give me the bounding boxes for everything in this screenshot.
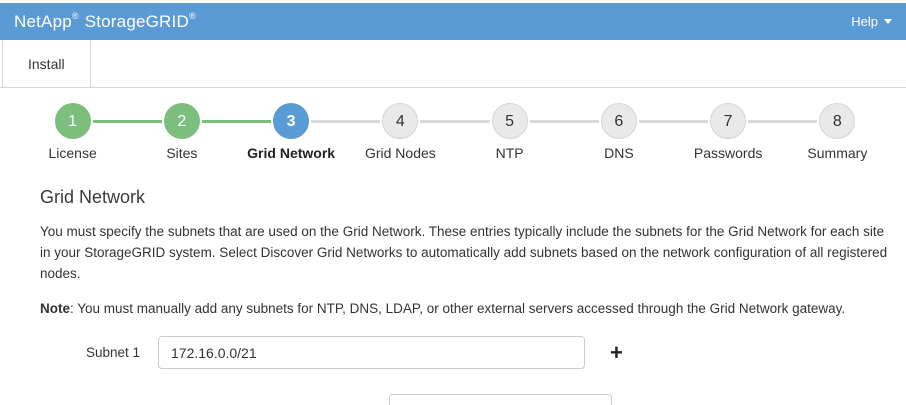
step-circle[interactable]: 4 <box>382 103 419 139</box>
wizard-step-sites[interactable]: 2 Sites <box>127 103 272 161</box>
step-label: Grid Nodes <box>364 145 436 161</box>
add-subnet-icon[interactable]: + <box>610 339 623 365</box>
wizard-step-passwords[interactable]: 7 Passwords <box>674 103 818 161</box>
main-content: Grid Network You must specify the subnet… <box>0 187 906 405</box>
step-label: Passwords <box>693 145 763 161</box>
step-label: License <box>48 145 97 161</box>
description-text: You must specify the subnets that are us… <box>40 224 888 281</box>
registered-mark-icon: ® <box>188 10 196 21</box>
note-label: Note <box>40 301 70 316</box>
step-label: DNS <box>604 145 634 161</box>
note-text: Note: You must manually add any subnets … <box>40 298 888 319</box>
help-label: Help <box>851 14 878 29</box>
discover-button-row: Discover Grid Network subnets <box>40 394 888 405</box>
step-connector <box>311 120 381 123</box>
tab-install-label: Install <box>28 55 65 72</box>
step-circle[interactable]: 8 <box>819 103 856 139</box>
step-label: Grid Network <box>247 145 336 161</box>
step-circle[interactable]: 5 <box>491 103 528 139</box>
step-circle[interactable]: 1 <box>54 103 91 139</box>
step-label: Sites <box>166 145 198 161</box>
step-label: Summary <box>807 145 868 161</box>
top-strip <box>0 0 906 3</box>
brand-title: NetApp® StorageGRID® <box>14 10 197 32</box>
subnet-form-row: Subnet 1 + <box>40 336 888 369</box>
tab-install[interactable]: Install <box>2 40 91 87</box>
discover-grid-network-subnets-button[interactable]: Discover Grid Network subnets <box>389 394 612 405</box>
step-circle[interactable]: 7 <box>710 103 747 139</box>
step-connector <box>638 120 709 123</box>
note-body: : You must manually add any subnets for … <box>70 301 846 316</box>
step-circle[interactable]: 2 <box>163 103 200 139</box>
wizard-step-ntp[interactable]: 5 NTP <box>455 103 599 161</box>
help-menu[interactable]: Help <box>851 14 892 29</box>
step-connector <box>92 120 162 123</box>
step-circle[interactable]: 6 <box>600 103 637 139</box>
app-header: NetApp® StorageGRID® Help <box>0 3 906 40</box>
tab-bar: Install <box>0 40 906 88</box>
step-circle[interactable]: 3 <box>273 103 310 139</box>
step-connector <box>201 120 272 123</box>
wizard-step-grid-network[interactable]: 3 Grid Network <box>237 103 381 161</box>
step-label: NTP <box>495 145 524 161</box>
registered-mark-icon: ® <box>71 10 79 21</box>
wizard-step-grid-nodes[interactable]: 4 Grid Nodes <box>346 103 490 161</box>
brand-storagegrid: StorageGRID <box>84 11 189 31</box>
wizard-step-summary[interactable]: 8 Summary <box>783 103 892 161</box>
chevron-down-icon <box>884 19 892 24</box>
subnet-1-input[interactable] <box>158 336 585 369</box>
step-connector <box>748 120 818 123</box>
subnet-1-label: Subnet 1 <box>85 345 140 360</box>
step-connector <box>529 120 599 123</box>
step-connector <box>420 120 490 123</box>
brand-netapp: NetApp <box>14 11 72 31</box>
page-title: Grid Network <box>40 187 146 207</box>
wizard-step-dns[interactable]: 6 DNS <box>564 103 709 161</box>
wizard-step-license[interactable]: 1 License <box>18 103 162 161</box>
wizard-step-indicator: 1 License 2 Sites 3 Grid Network 4 Grid … <box>18 103 892 161</box>
